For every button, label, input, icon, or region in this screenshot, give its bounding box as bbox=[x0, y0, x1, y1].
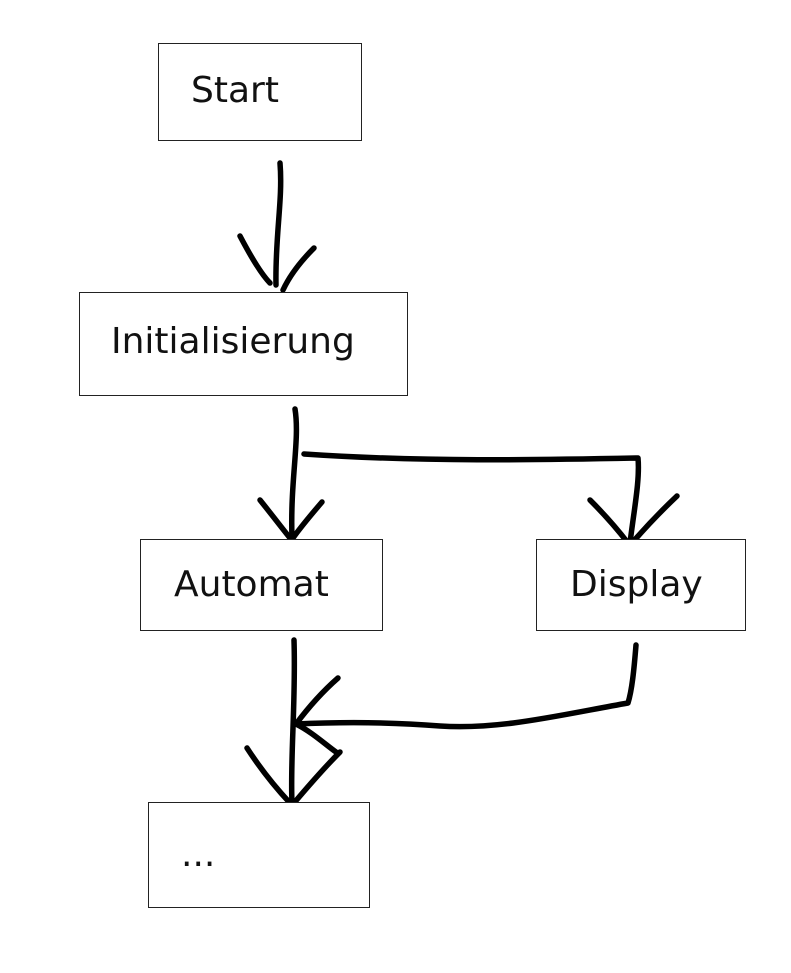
start-label: Start bbox=[191, 70, 279, 111]
edge-automat-to-next bbox=[288, 637, 298, 806]
display-node: Display bbox=[536, 539, 746, 631]
display-label: Display bbox=[570, 564, 703, 605]
edge-start-to-initialisierung bbox=[273, 160, 284, 288]
edge-initialisierung-to-display bbox=[301, 451, 642, 546]
initialisierung-node: Initialisierung bbox=[79, 292, 408, 396]
initialisierung-label: Initialisierung bbox=[111, 321, 355, 362]
start-node: Start bbox=[158, 43, 362, 141]
automat-label: Automat bbox=[174, 564, 329, 605]
arrowhead-display-to-merge bbox=[293, 675, 341, 755]
arrowhead-initialisierung-to-automat bbox=[257, 497, 325, 541]
next-label: ... bbox=[181, 834, 216, 875]
edge-display-to-merge bbox=[293, 642, 639, 730]
arrowhead-automat-to-next bbox=[244, 745, 343, 806]
automat-node: Automat bbox=[140, 539, 383, 631]
next-node: ... bbox=[148, 802, 370, 908]
arrowhead-initialisierung-to-display bbox=[587, 493, 680, 546]
arrowhead-start-to-initialisierung bbox=[237, 233, 317, 293]
edge-initialisierung-to-automat bbox=[288, 406, 300, 541]
